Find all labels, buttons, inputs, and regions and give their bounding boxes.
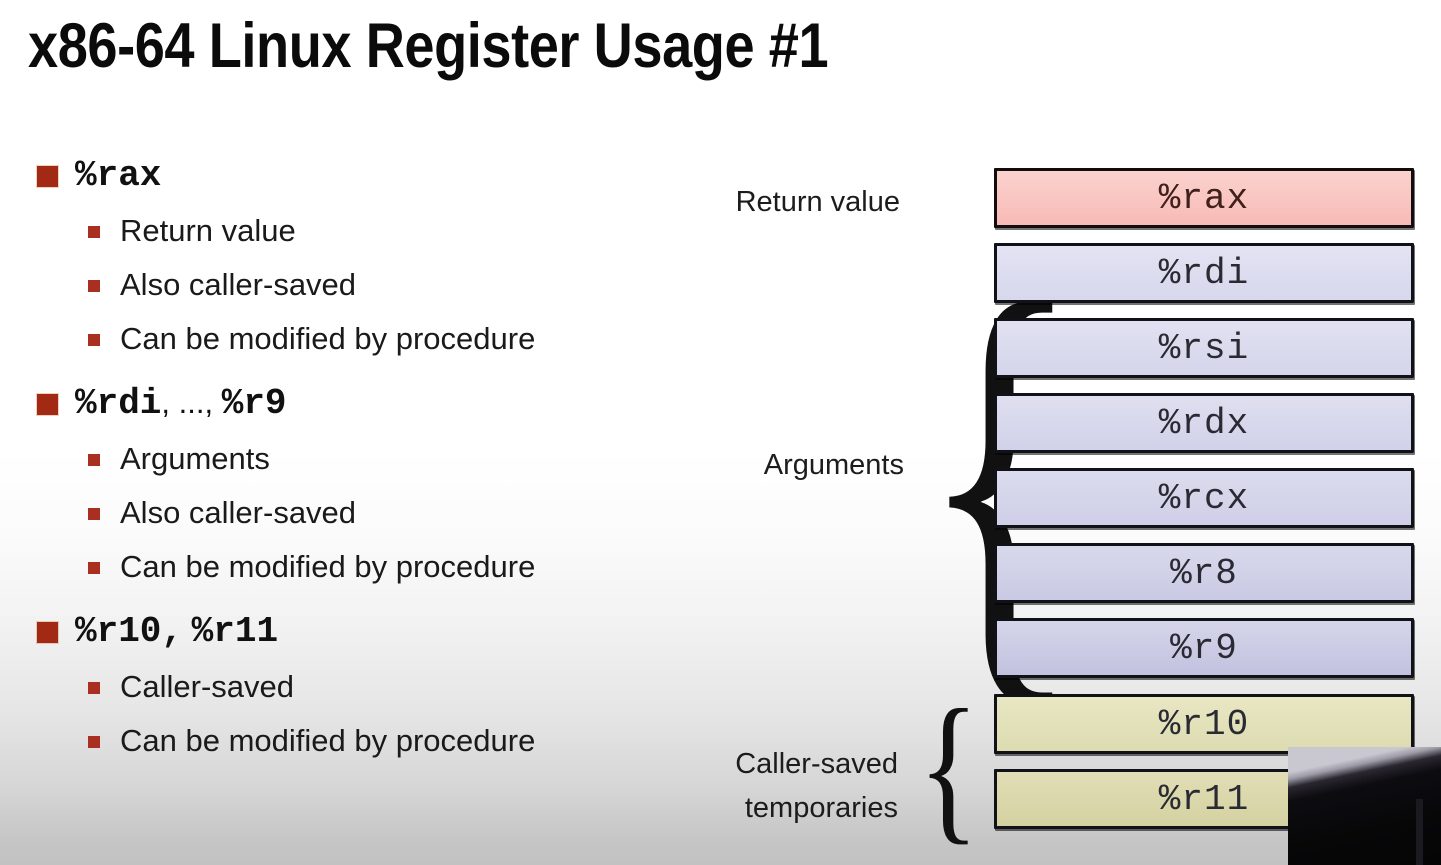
bullet-level2: Also caller-saved — [0, 486, 690, 540]
bullet-level2: Can be modified by procedure — [0, 714, 690, 768]
bullet-register-separator: , ..., — [161, 385, 222, 420]
bullet-level2: Can be modified by procedure — [0, 312, 690, 366]
register-box-label: %rdi — [1158, 252, 1250, 294]
bullet-level1-rdi-r9: %rdi, ..., %r9 — [0, 378, 690, 430]
small-square-bullet-icon — [88, 454, 100, 466]
video-capture-overlay — [1288, 747, 1441, 865]
register-box-label: %rcx — [1158, 477, 1250, 519]
bullet-level2-label: Can be modified by procedure — [120, 723, 536, 758]
bullet-level2-label: Can be modified by procedure — [120, 321, 536, 356]
bullet-register-name: %r10, — [75, 611, 184, 652]
group-spacer — [0, 594, 690, 606]
bullet-level1-rax: %rax — [0, 150, 690, 202]
bullet-level2: Arguments — [0, 432, 690, 486]
bullet-level2-label: Also caller-saved — [120, 267, 357, 302]
small-square-bullet-icon — [88, 562, 100, 574]
bullet-group-rdi-r9: %rdi, ..., %r9 Arguments Also caller-sav… — [0, 378, 690, 594]
bullet-level2-label: Can be modified by procedure — [120, 549, 536, 584]
bullet-level2: Can be modified by procedure — [0, 540, 690, 594]
register-box-label: %r8 — [1170, 552, 1238, 594]
diagram-label-arguments: Arguments — [763, 449, 904, 481]
bullet-register-name-2: %r9 — [221, 383, 287, 424]
square-bullet-icon — [37, 394, 58, 415]
bullet-level2-label: Return value — [120, 213, 296, 248]
bullet-level2: Return value — [0, 204, 690, 258]
register-box-label: %rdx — [1158, 402, 1250, 444]
register-box-r8[interactable]: %r8 — [994, 543, 1414, 603]
register-box-rcx[interactable]: %rcx — [994, 468, 1414, 528]
desk-strut — [1416, 799, 1423, 865]
bullet-level2-label: Arguments — [120, 441, 270, 476]
register-box-label: %r10 — [1158, 703, 1250, 745]
bullet-level2-label: Also caller-saved — [120, 495, 357, 530]
register-box-r10[interactable]: %r10 — [994, 694, 1414, 754]
bullet-level2: Caller-saved — [0, 660, 690, 714]
bullet-register-separator — [183, 613, 192, 648]
bullet-register-name: %rdi — [75, 383, 162, 424]
bullet-register-name-2: %r11 — [191, 611, 279, 652]
register-box-label: %r11 — [1158, 778, 1250, 820]
bullet-outline: %rax Return value Also caller-saved Can … — [0, 150, 690, 768]
bullet-level2-label: Caller-saved — [120, 669, 295, 704]
bullet-level2: Also caller-saved — [0, 258, 690, 312]
bullet-level1-r10-r11: %r10, %r11 — [0, 606, 690, 658]
register-box-rdx[interactable]: %rdx — [994, 393, 1414, 453]
group-spacer — [0, 366, 690, 378]
register-box-r9[interactable]: %r9 — [994, 618, 1414, 678]
bullet-group-rax: %rax Return value Also caller-saved Can … — [0, 150, 690, 366]
small-square-bullet-icon — [88, 682, 100, 694]
page-title: x86-64 Linux Register Usage #1 — [28, 11, 829, 81]
register-box-rax[interactable]: %rax — [994, 168, 1414, 228]
small-square-bullet-icon — [88, 226, 100, 238]
desk-edge-highlight — [1288, 747, 1441, 865]
small-square-bullet-icon — [88, 508, 100, 520]
small-square-bullet-icon — [88, 280, 100, 292]
square-bullet-icon — [37, 166, 58, 187]
diagram-label-return-value: Return value — [735, 186, 900, 218]
caller-saved-brace-icon: { — [918, 677, 980, 860]
square-bullet-icon — [37, 622, 58, 643]
bullet-group-r10-r11: %r10, %r11 Caller-saved Can be modified … — [0, 606, 690, 768]
register-box-label: %r9 — [1170, 627, 1238, 669]
register-box-label: %rsi — [1158, 327, 1250, 369]
small-square-bullet-icon — [88, 334, 100, 346]
bullet-register-name: %rax — [75, 155, 162, 196]
diagram-label-caller-saved-temporaries: Caller-saved temporaries — [735, 748, 898, 824]
register-box-rsi[interactable]: %rsi — [994, 318, 1414, 378]
register-box-rdi[interactable]: %rdi — [994, 243, 1414, 303]
register-box-label: %rax — [1158, 177, 1250, 219]
small-square-bullet-icon — [88, 736, 100, 748]
